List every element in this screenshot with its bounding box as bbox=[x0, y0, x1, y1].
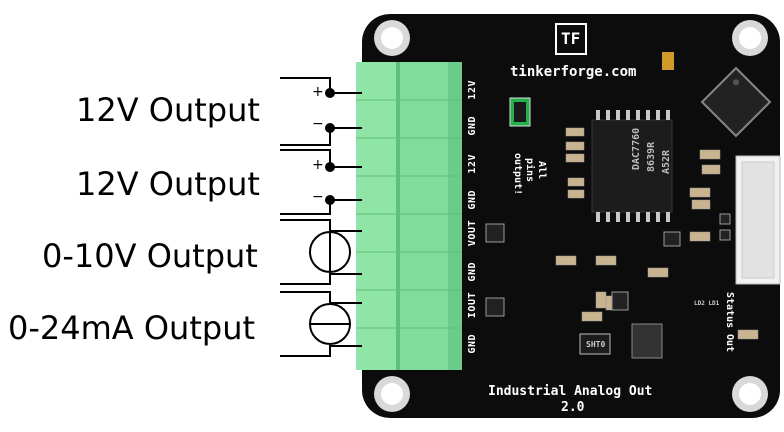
pins-note: All pins output! bbox=[512, 153, 547, 196]
out-label: Out bbox=[724, 334, 735, 353]
chip-marking-2: 8639R bbox=[646, 141, 657, 172]
label-out4: 0-24mA Output bbox=[8, 309, 256, 347]
pin-label-4: GND bbox=[467, 190, 478, 210]
plus-1: + bbox=[312, 84, 324, 100]
pin-label-2: GND bbox=[467, 116, 478, 136]
plus-2: + bbox=[312, 157, 324, 173]
inductor bbox=[631, 323, 663, 359]
mcu-chip bbox=[700, 66, 772, 138]
minus-1: − bbox=[312, 116, 324, 132]
pcb-board bbox=[362, 14, 780, 418]
small-ic bbox=[579, 333, 611, 355]
label-out1: 12V Output bbox=[76, 91, 260, 129]
brand-text: tinkerforge.com bbox=[510, 64, 637, 80]
wires-out4 bbox=[280, 291, 362, 357]
board-title: Industrial Analog Out bbox=[488, 384, 653, 399]
status-label: Status bbox=[724, 292, 735, 329]
logo-text: TF bbox=[561, 29, 581, 48]
terminal-block bbox=[356, 62, 462, 370]
led-label: LD2 LD1 bbox=[694, 300, 720, 307]
chip-marking-1: DAC7760 bbox=[631, 127, 642, 170]
wires-out2 bbox=[280, 149, 362, 215]
pin-label-7: IOUT bbox=[467, 292, 478, 319]
board-version: 2.0 bbox=[561, 400, 585, 415]
pin-label-6: GND bbox=[467, 262, 478, 282]
ic-label: SHT0 bbox=[586, 340, 606, 349]
dac-chip bbox=[591, 119, 673, 213]
label-out3: 0-10V Output bbox=[42, 237, 258, 275]
transistors bbox=[485, 213, 731, 317]
pin-label-3: 12V bbox=[467, 154, 478, 174]
wires-out1 bbox=[280, 77, 362, 146]
label-out2: 12V Output bbox=[76, 165, 260, 203]
pin-label-1: 12V bbox=[467, 80, 478, 100]
smd-components bbox=[555, 127, 759, 340]
pin-label-8: GND bbox=[467, 334, 478, 354]
mounting-holes bbox=[374, 20, 768, 412]
minus-2: − bbox=[312, 189, 324, 205]
logo-box bbox=[555, 23, 587, 55]
pin-label-5: VOUT bbox=[467, 220, 478, 247]
chip-marking-3: A52R bbox=[661, 149, 672, 174]
wires-out3 bbox=[280, 219, 362, 285]
orange-part bbox=[662, 52, 674, 70]
dac-pins bbox=[596, 110, 670, 222]
